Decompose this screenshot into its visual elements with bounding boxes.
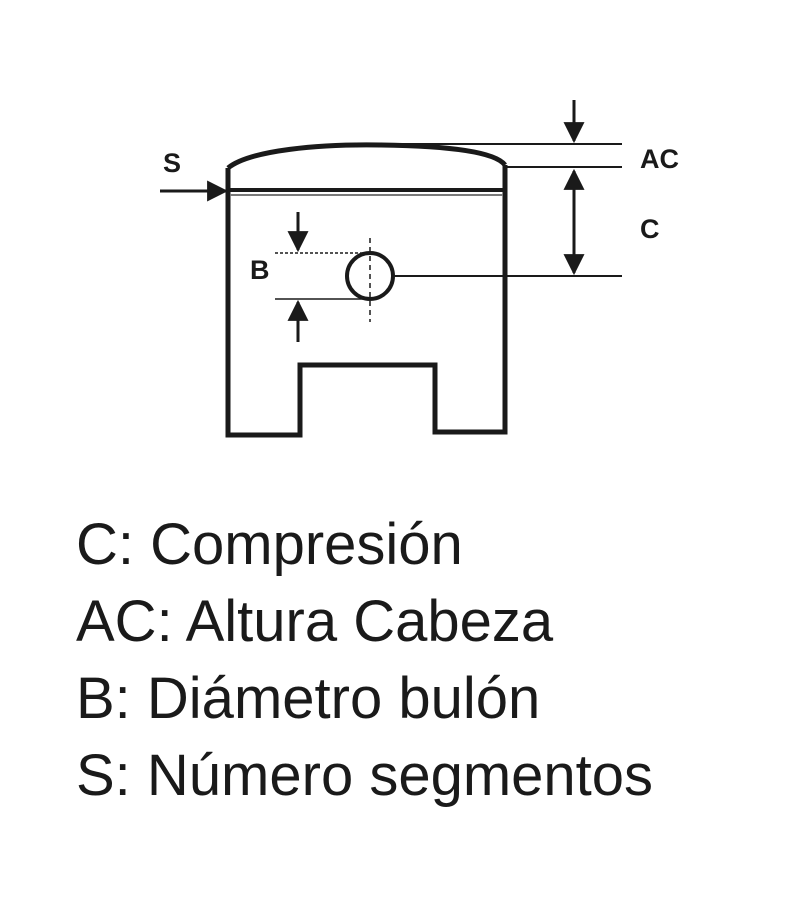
label-s: S — [163, 148, 181, 178]
piston-body — [225, 165, 508, 438]
legend-item-numero-segmentos: S: Número segmentos — [76, 743, 654, 808]
label-ac: AC — [640, 144, 679, 174]
legend-item-compresion: C: Compresión — [76, 512, 463, 577]
label-c: C — [640, 214, 660, 244]
piston-crown — [226, 142, 507, 171]
piston-diagram: S AC C B — [160, 100, 679, 438]
legend-item-diametro-bulon: B: Diámetro bulón — [76, 666, 541, 731]
label-b: B — [250, 255, 270, 285]
legend-item-altura-cabeza: AC: Altura Cabeza — [76, 589, 554, 654]
legend: C: Compresión AC: Altura Cabeza B: Diáme… — [76, 506, 653, 814]
